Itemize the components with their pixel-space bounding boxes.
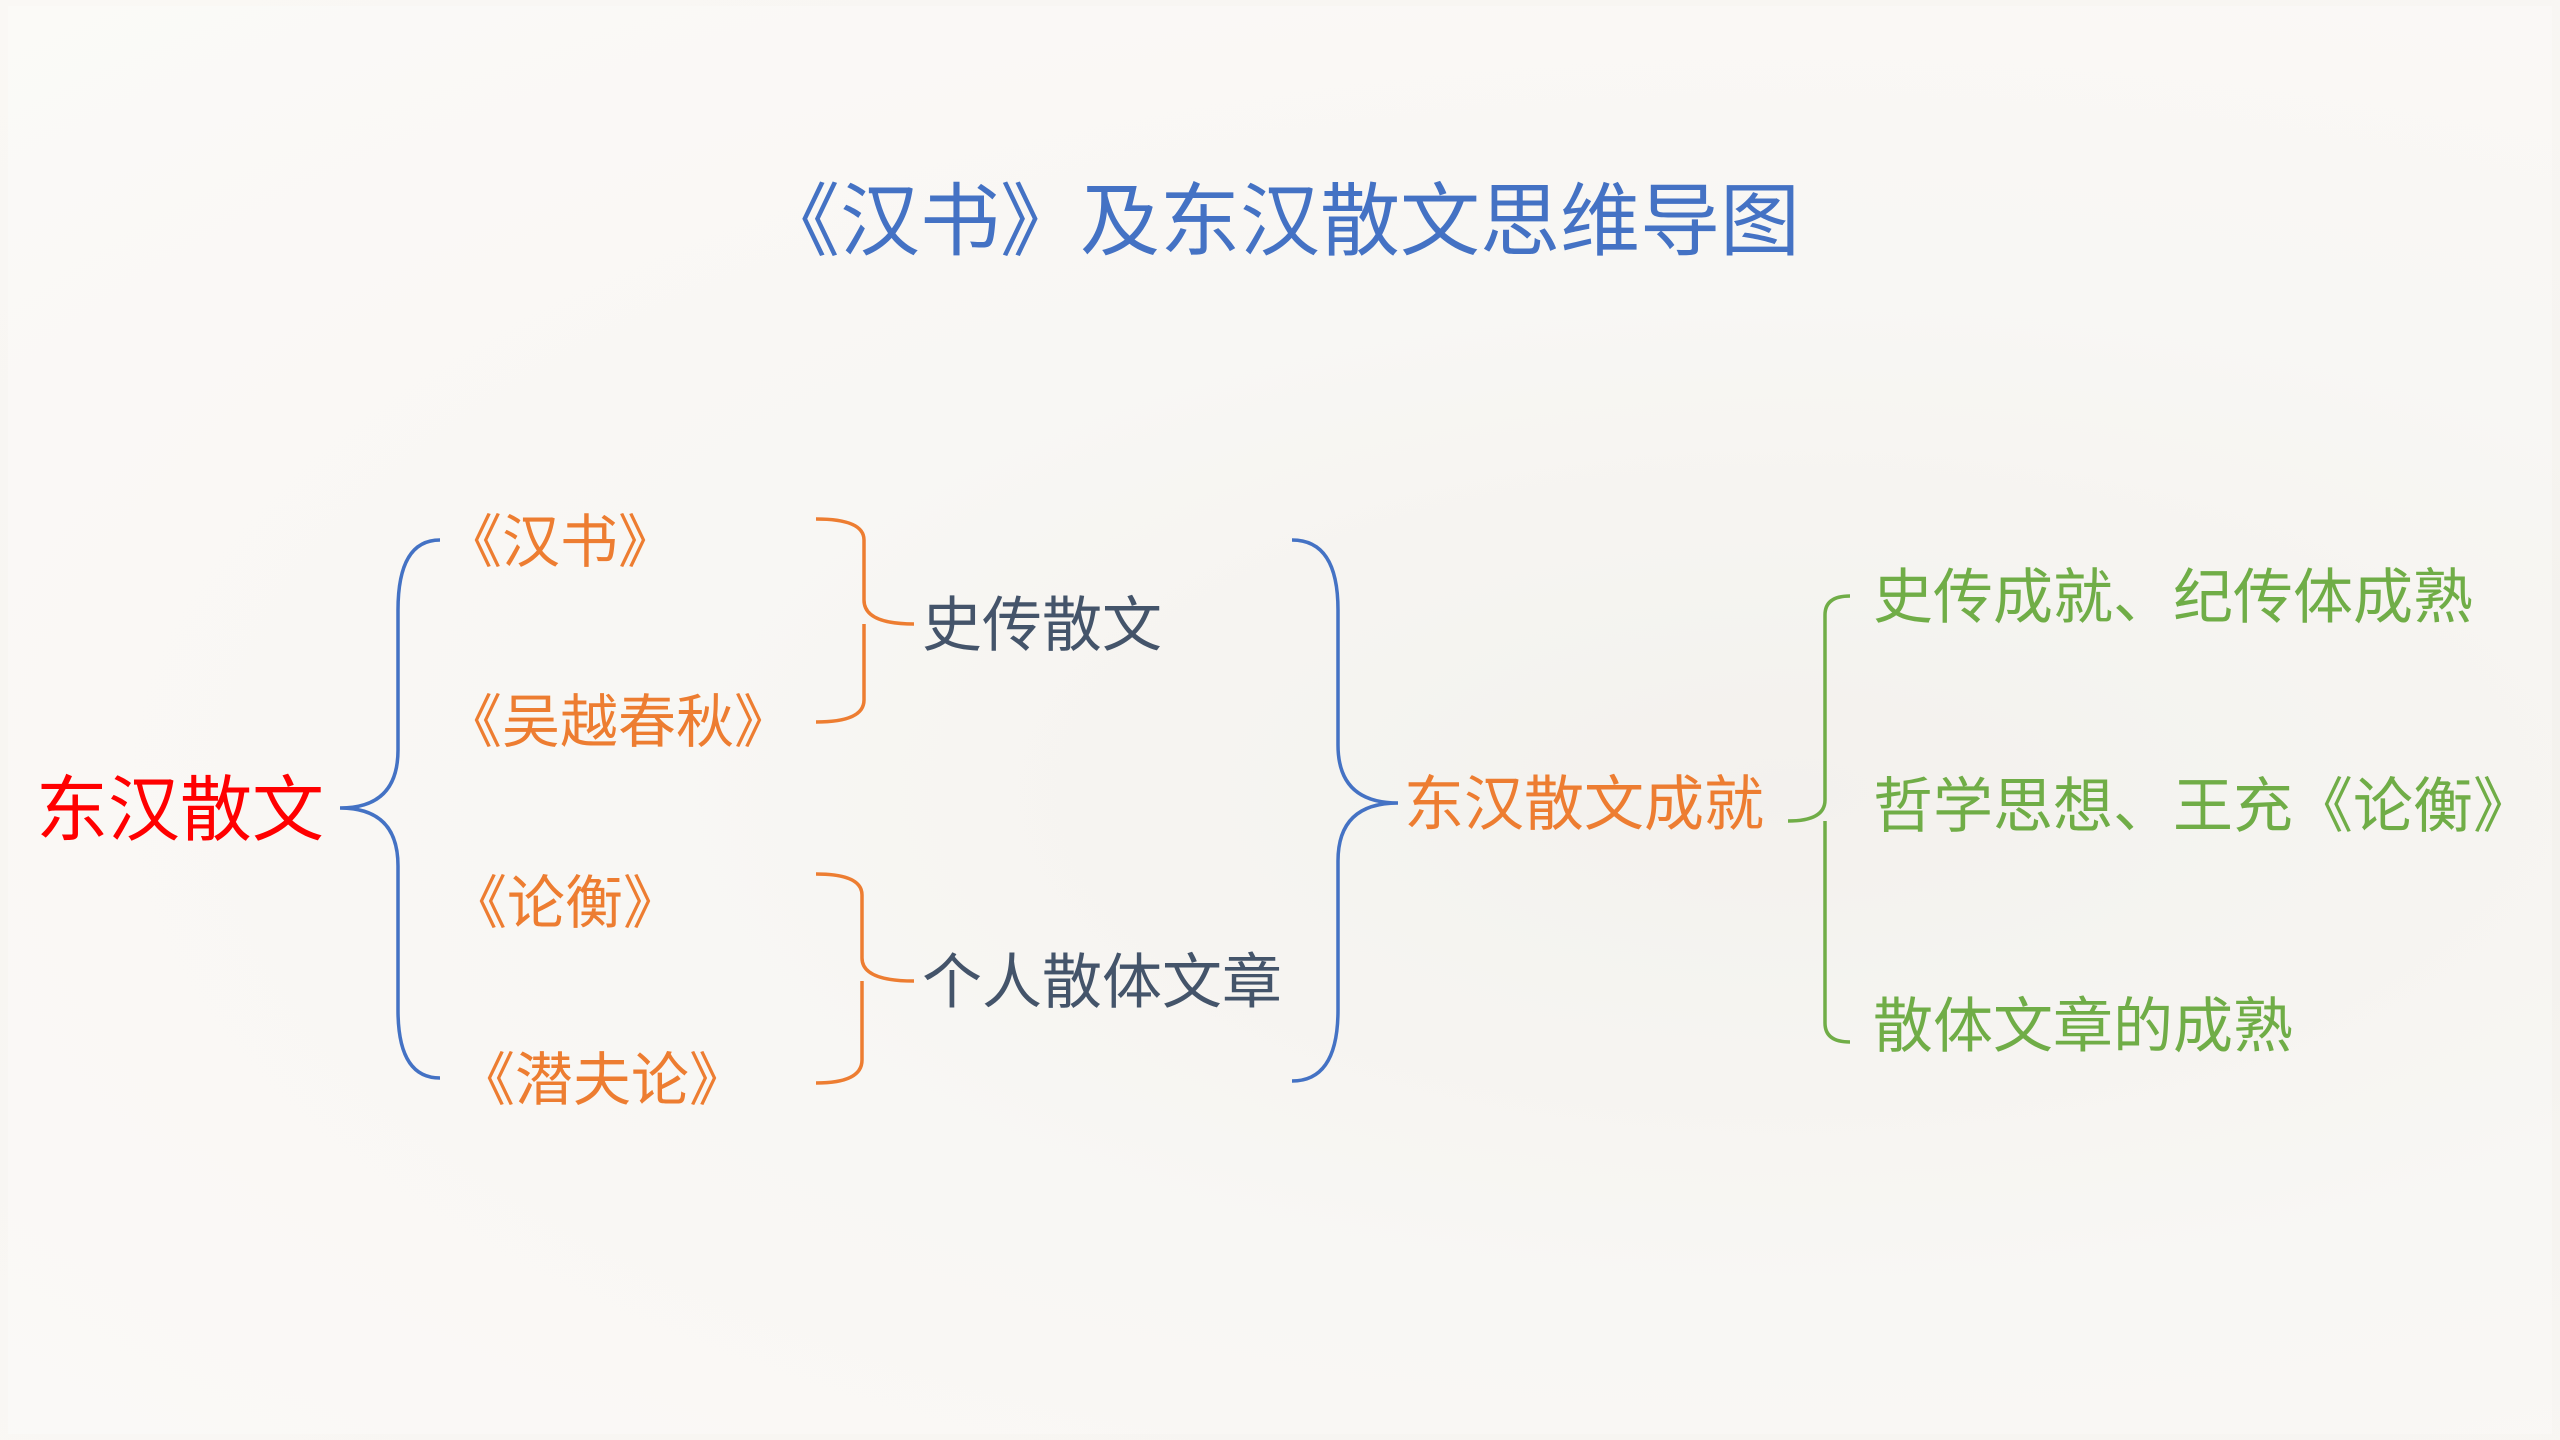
- category-personal-prose: 个人散体文章: [922, 948, 1282, 1018]
- achievement-item-history: 史传成就、纪传体成熟: [1873, 563, 2473, 633]
- work-node-hanshu: 《汉书》: [444, 508, 677, 576]
- work-node-wuyue-chunqiu: 《吴越春秋》: [444, 688, 793, 756]
- category-brace: [1291, 538, 1399, 1083]
- root-node: 东汉散文: [36, 768, 325, 852]
- work-node-qianfulun: 《潜夫论》: [457, 1046, 748, 1114]
- work-node-lunheng: 《论衡》: [449, 869, 682, 937]
- history-bracket: [815, 517, 915, 724]
- achievement-item-essay: 散体文章的成熟: [1873, 992, 2293, 1062]
- root-brace: [339, 538, 441, 1080]
- achievement-item-philosophy: 哲学思想、王充《论衡》: [1873, 772, 2533, 842]
- category-history-prose: 史传散文: [922, 591, 1162, 661]
- page-title: 《汉书》及东汉散文思维导图: [760, 175, 1800, 268]
- essay-bracket: [815, 872, 915, 1085]
- achievement-node: 东汉散文成就: [1404, 770, 1764, 840]
- slide-background: [8, 6, 2552, 1434]
- achievement-bracket: [1787, 594, 1851, 1044]
